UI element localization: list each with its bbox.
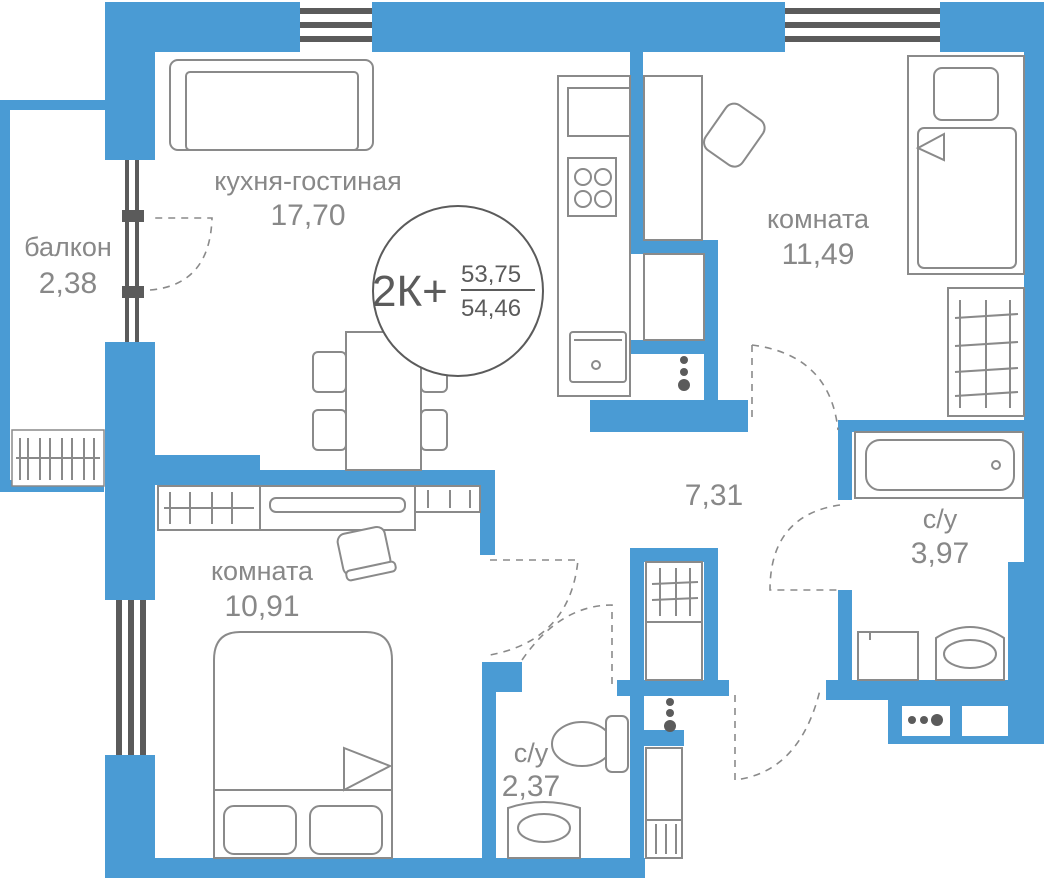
- bed-right: [907, 55, 1025, 275]
- chair-left: [336, 525, 397, 582]
- bed-left: [213, 631, 393, 859]
- balcony-name: балкон: [24, 232, 112, 262]
- balcony-door-frame: [122, 160, 144, 342]
- washer-bath: [857, 631, 919, 681]
- bathroom-small-name: с/у: [514, 738, 549, 768]
- bathroom-right-name: с/у: [923, 504, 958, 534]
- washer-right: [643, 253, 705, 391]
- bathroom-right-area: 3,97: [911, 537, 969, 570]
- window-top-left: [300, 5, 372, 50]
- toilet: [551, 715, 629, 773]
- wardrobe-right: [947, 287, 1025, 417]
- area-total: 54,46: [461, 295, 521, 322]
- desk-right: [643, 75, 766, 241]
- sofa: [169, 59, 374, 151]
- hall-area: 7,31: [685, 479, 743, 512]
- apartment-type-badge: 2К+ 53,75 54,46: [372, 205, 544, 377]
- bathroom-small-area: 2,37: [502, 770, 560, 803]
- shelf-hall: [645, 561, 703, 859]
- kitchen-living-area: 17,70: [270, 199, 345, 232]
- wardrobe-left: [157, 485, 481, 531]
- room-right-name: комната: [767, 204, 870, 234]
- room-right-area: 11,49: [782, 238, 855, 271]
- area-living: 53,75: [461, 261, 521, 288]
- balcony-area: 2,38: [39, 267, 97, 300]
- bathtub: [854, 431, 1024, 499]
- sink-small: [507, 801, 581, 859]
- kitchen-counter: [557, 75, 631, 397]
- door-swings: [149, 217, 841, 781]
- room-left-area: 10,91: [224, 590, 299, 623]
- window-left: [112, 600, 152, 755]
- room-left-name: комната: [211, 556, 314, 586]
- type-label: 2К+: [372, 267, 448, 316]
- walls: [105, 2, 1044, 878]
- boiler: [902, 706, 1008, 736]
- balcony: [0, 100, 108, 492]
- window-top-right: [785, 5, 940, 50]
- sink-bath: [935, 626, 1005, 681]
- kitchen-living-name: кухня-гостиная: [214, 166, 401, 196]
